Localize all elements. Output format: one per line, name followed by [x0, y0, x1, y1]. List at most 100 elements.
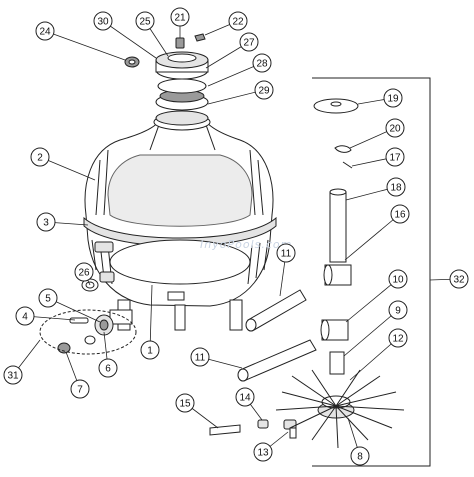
callout-number: 22 [232, 17, 244, 28]
callout-number: 13 [257, 448, 269, 459]
callout-bubble [93, 11, 113, 31]
callout-number: 8 [357, 452, 363, 463]
callout-18: 18 [345, 177, 406, 201]
leader-line [349, 337, 399, 381]
callout-number: 16 [394, 210, 406, 221]
callout-bubble [385, 118, 405, 138]
callout-number: 3 [43, 218, 49, 229]
callout-number: 31 [7, 371, 19, 382]
callout-number: 25 [139, 17, 151, 28]
callout-32: 32 [429, 269, 469, 289]
callout-1: 1 [140, 284, 160, 360]
callout-25: 25 [135, 11, 169, 57]
callout-21: 21 [170, 7, 190, 38]
watermark: InyoPools.com [200, 238, 292, 251]
internals [275, 98, 405, 449]
callout-27: 27 [205, 32, 259, 69]
callout-number: 12 [392, 334, 404, 345]
callout-number: 29 [258, 86, 270, 97]
callout-bubble [254, 80, 274, 100]
callout-bubble [15, 306, 35, 326]
callout-number: 9 [395, 306, 401, 317]
leader-line [102, 20, 157, 59]
callout-8: 8 [347, 417, 370, 466]
callout-bubble [252, 53, 272, 73]
callout-bubble [253, 442, 273, 462]
callout-bubble [385, 147, 405, 167]
callout-3: 3 [36, 212, 89, 232]
callout-number: 11 [195, 353, 206, 364]
leader-line [344, 213, 401, 261]
callout-16: 16 [344, 204, 410, 261]
callout-bubble [35, 21, 55, 41]
valve-assembly [39, 278, 137, 355]
callout-number: 26 [78, 268, 90, 279]
filter-tank [83, 119, 277, 331]
callout-9: 9 [343, 300, 408, 357]
callout-bubble [190, 347, 210, 367]
callout-15: 15 [175, 393, 219, 429]
callout-11-b: 11 [190, 347, 243, 369]
callout-2: 2 [30, 147, 96, 181]
callout-number: 15 [179, 399, 191, 410]
callout-bubble [3, 365, 23, 385]
leader-line [149, 284, 153, 351]
callout-number: 32 [453, 275, 465, 286]
callout-number: 14 [239, 393, 251, 404]
leader-line [345, 278, 399, 323]
callout-5: 5 [38, 288, 101, 323]
callout-number: 24 [39, 27, 51, 38]
callout-number: 6 [105, 364, 111, 375]
callout-bubble [70, 379, 90, 399]
callout-10: 10 [345, 269, 408, 323]
callout-number: 4 [22, 312, 28, 323]
callout-bubble [239, 32, 259, 52]
pipes [237, 289, 317, 382]
leader-line [343, 309, 399, 357]
callout-number: 21 [174, 13, 186, 24]
leader-line [44, 30, 126, 61]
callout-bubble [98, 358, 118, 378]
callout-20: 20 [349, 118, 405, 149]
callout-number: 28 [256, 59, 268, 70]
callout-4: 4 [15, 306, 76, 326]
callout-17: 17 [351, 147, 405, 167]
callout-bubble [386, 177, 406, 197]
callout-number: 7 [77, 385, 83, 396]
leader-line [39, 156, 96, 181]
callout-bubble [390, 204, 410, 224]
callout-bubble [388, 300, 408, 320]
callout-13: 13 [253, 431, 289, 462]
callout-bubble [175, 393, 195, 413]
callout-number: 19 [387, 94, 399, 105]
callout-bubble [228, 11, 248, 31]
callout-number: 5 [45, 294, 51, 305]
callout-number: 1 [147, 346, 153, 357]
leader-line [207, 89, 265, 105]
callout-bubble [383, 88, 403, 108]
callout-22: 22 [204, 11, 248, 36]
callout-11: 11 [276, 243, 296, 297]
leader-line [47, 297, 101, 323]
internals-bracket [312, 77, 431, 467]
callout-number: 20 [389, 124, 401, 135]
leader-line [207, 62, 263, 87]
callout-number: 17 [389, 153, 401, 164]
tank-neck-assembly [153, 51, 211, 131]
callout-28: 28 [207, 53, 272, 87]
callout-number: 18 [390, 183, 402, 194]
callout-bubble [135, 11, 155, 31]
callout-bubble [235, 387, 255, 407]
callout-number: 30 [97, 17, 109, 28]
callout-31: 31 [3, 339, 41, 385]
callout-14: 14 [235, 387, 263, 421]
callout-bubble [30, 147, 50, 167]
callout-bubble [388, 269, 408, 289]
callout-30: 30 [93, 11, 157, 59]
callout-number: 11 [281, 249, 292, 260]
callout-7: 7 [65, 351, 90, 399]
callout-bubble [449, 269, 469, 289]
